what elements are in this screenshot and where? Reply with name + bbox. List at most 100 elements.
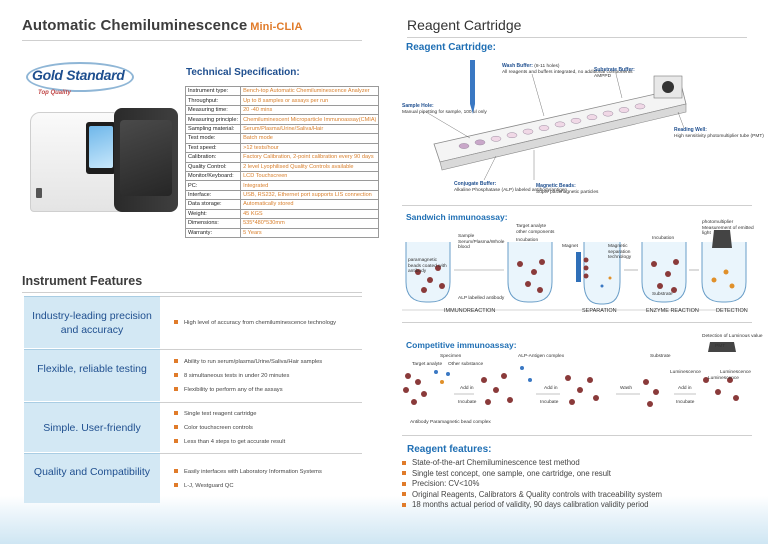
tube-1 (405, 242, 451, 303)
feature-name-cell: Simple. User-friendly (24, 402, 160, 452)
gold-standard-logo: Gold Standard (26, 62, 134, 92)
particle (703, 377, 709, 383)
comp-substrate-label: Substrate (650, 354, 671, 359)
tube-2 (507, 242, 553, 303)
competitive-diagram (403, 342, 739, 407)
reading-well-cap (653, 75, 683, 99)
conjugate-label-block: Conjugate Buffer:Alkaline Phosphatase (A… (454, 181, 568, 193)
spec-row: Quality Control:2 level Lyophilised Qual… (184, 161, 380, 172)
reagent-feature-item: Original Reagents, Calibrators & Quality… (402, 490, 662, 501)
particle (493, 387, 499, 393)
section-divider (402, 205, 752, 206)
beads-label-block: Magnetic Beads:Super paramagnetic partic… (536, 183, 599, 195)
comp-lum3-label: Luminescence (708, 376, 739, 381)
feature-row: Flexible, reliable testing Ability to run… (24, 349, 362, 401)
wash-label-block: Wash Buffer: (8-11 holes)All reagents an… (502, 63, 633, 75)
cartridge-edge (439, 103, 687, 171)
particle (665, 271, 671, 277)
particle (507, 397, 513, 403)
particle (520, 366, 524, 370)
spec-row: Monitor/Keyboard:LCD Touchscreen (184, 170, 380, 182)
substrate-pointer (615, 73, 623, 99)
section-divider-2 (402, 322, 752, 323)
particle (733, 395, 739, 401)
reagent-feature-item: 18 months actual period of validity, 90 … (402, 500, 662, 511)
feature-name-cell: Quality and Compatibility (24, 453, 160, 503)
spec-value: >12 tests/hour (240, 142, 380, 154)
feature-item: Ability to run serum/plasma/Urine/Saliva… (174, 355, 322, 369)
cartridge-well (586, 114, 598, 121)
sandwich-substrate-label: Substrate (652, 292, 673, 297)
sandwich-particles (415, 257, 735, 293)
feature-name-cell: Industry-leading precision and accuracy (24, 296, 160, 348)
magnet-bar (576, 252, 581, 282)
spec-row: Instrument type:Bench-top Automatic Chem… (184, 85, 380, 97)
particle (565, 375, 571, 381)
comp-add2-label: Add in (544, 386, 558, 391)
spec-key: Dimensions: (184, 218, 242, 229)
spec-value: 535*480*530mm (240, 218, 380, 229)
comp-add1-label: Add in (460, 386, 474, 391)
spec-row: Calibration:Factory Calibration, 2-point… (184, 152, 380, 163)
particle (653, 389, 659, 395)
particle (501, 373, 507, 379)
step-detection: DETECTION (716, 308, 748, 314)
cartridge-well (506, 132, 518, 139)
spec-value: LCD Touchscreen (240, 170, 380, 182)
logo-text: Gold Standard (32, 67, 125, 83)
particle (583, 265, 589, 271)
device-port (36, 188, 42, 198)
cartridge-well (634, 103, 646, 110)
cartridge-well (458, 143, 470, 149)
reagent-features-list: State-of-the-art Chemiluminescence test … (402, 458, 662, 511)
spec-key: Instrument type: (184, 85, 242, 97)
spec-value: 5 Years (240, 227, 380, 239)
spec-row: Test mode:Batch mode (184, 133, 380, 144)
particle (421, 391, 427, 397)
pmt-detector-icon (712, 230, 732, 248)
comp-lum2-label: Luminescence (720, 370, 751, 375)
page-title-right: Reagent Cartridge (407, 17, 522, 33)
sandwich-separation-label: Magnetic separation technology (608, 244, 632, 261)
particle (485, 399, 491, 405)
sandwich-diagram (402, 230, 747, 311)
sandwich-beads-label: paramagnetic beads coated with antibody (408, 258, 447, 275)
spec-value: Bench-top Automatic Chemiluminescence An… (240, 85, 380, 97)
comp-incubate2-label: Incubate (540, 400, 559, 405)
feature-name: Industry-leading precision and accuracy (32, 310, 152, 336)
device-display (89, 126, 113, 168)
cartridge-well (490, 135, 502, 142)
feature-name-cell: Flexible, reliable testing (24, 349, 160, 401)
cartridge-well (474, 139, 486, 146)
particle (643, 379, 649, 385)
feature-name: Quality and Compatibility (33, 466, 151, 478)
sandwich-incubation2-label: Incubation (652, 236, 675, 241)
feature-item: Easily interfaces with Laboratory Inform… (174, 465, 322, 479)
comp-target-label: Target analyte (412, 362, 443, 367)
cartridge-well (602, 110, 614, 117)
feature-item: Flexibility to perform any of the assays (174, 383, 322, 397)
particle (415, 269, 421, 275)
spec-key: Weight: (184, 208, 242, 220)
comp-add3-label: Add in (678, 386, 692, 391)
feature-items: Ability to run serum/plasma/Urine/Saliva… (174, 355, 322, 397)
particle (517, 261, 523, 267)
spec-key: Quality Control: (184, 161, 242, 172)
spec-key: Warranty: (184, 227, 242, 239)
particle (727, 377, 733, 383)
spec-key: Measuring time: (184, 104, 242, 116)
particle (537, 287, 543, 293)
title-text: Automatic Chemiluminescence (22, 17, 248, 34)
feature-item: Less than 4 steps to get accurate result (174, 435, 285, 449)
particle (415, 379, 421, 385)
comp-antibody-label: Antibody Paramagnetic bead complex (410, 420, 491, 425)
step-enzyme-reaction: ENZYME REACTION (646, 308, 699, 314)
comp-alp-complex-label: ALP-Antigen complex (518, 354, 565, 359)
title-divider-right (407, 37, 747, 38)
spec-key: Test speed: (184, 142, 242, 154)
spec-row: Measuring time:20 -40 mins (184, 104, 380, 116)
feature-row: Quality and Compatibility Easily interfac… (24, 453, 362, 503)
particle (600, 284, 604, 288)
spec-key: Calibration: (184, 152, 242, 163)
